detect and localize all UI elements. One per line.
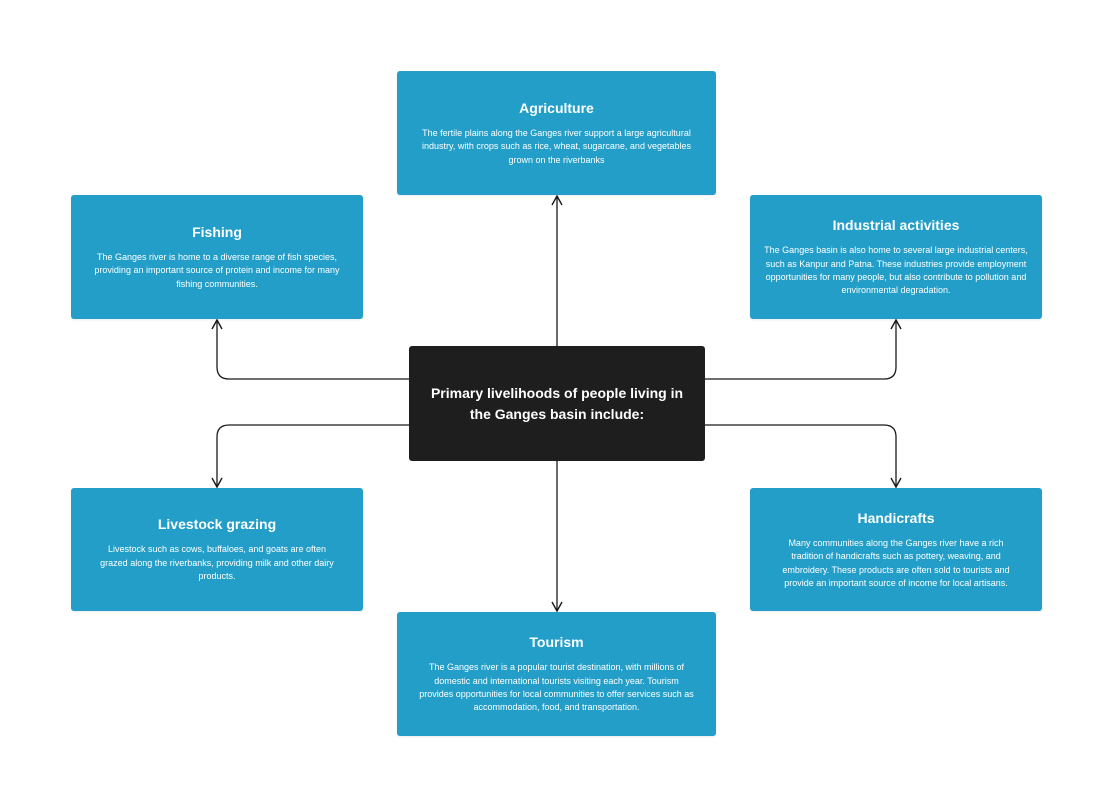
arrow-to-handicrafts <box>705 424 902 489</box>
node-description: The Ganges river is home to a diverse ra… <box>94 251 340 289</box>
arrow-to-livestock <box>211 424 409 489</box>
arrow-to-fishing <box>211 318 409 380</box>
node-title: Livestock grazing <box>157 516 277 533</box>
node-description: Many communities along the Ganges river … <box>782 537 1010 588</box>
node-title: Agriculture <box>519 99 594 116</box>
node-agriculture: Agriculture The fertile plains along the… <box>397 71 716 195</box>
node-title: Tourism <box>529 634 584 651</box>
node-description: The fertile plains along the Ganges rive… <box>422 127 691 165</box>
node-fishing: Fishing The Ganges river is home to a di… <box>71 195 363 319</box>
node-title: Handicrafts <box>857 509 935 526</box>
arrow-to-industrial <box>705 318 902 380</box>
node-industrial-activities: Industrial activities The Ganges basin i… <box>750 195 1042 319</box>
central-topic-node: Primary livelihoods of people living in … <box>409 346 705 461</box>
node-title: Industrial activities <box>832 217 960 234</box>
node-livestock-grazing: Livestock grazing Livestock such as cows… <box>71 488 363 611</box>
node-description: Livestock such as cows, buffaloes, and g… <box>100 544 334 582</box>
node-description: The Ganges river is a popular tourist de… <box>419 662 694 713</box>
node-tourism: Tourism The Ganges river is a popular to… <box>397 612 716 736</box>
central-topic-label: Primary livelihoods of people living in … <box>430 384 684 422</box>
node-handicrafts: Handicrafts Many communities along the G… <box>750 488 1042 611</box>
node-description: The Ganges basin is also home to several… <box>764 245 1028 296</box>
node-title: Fishing <box>192 223 242 240</box>
